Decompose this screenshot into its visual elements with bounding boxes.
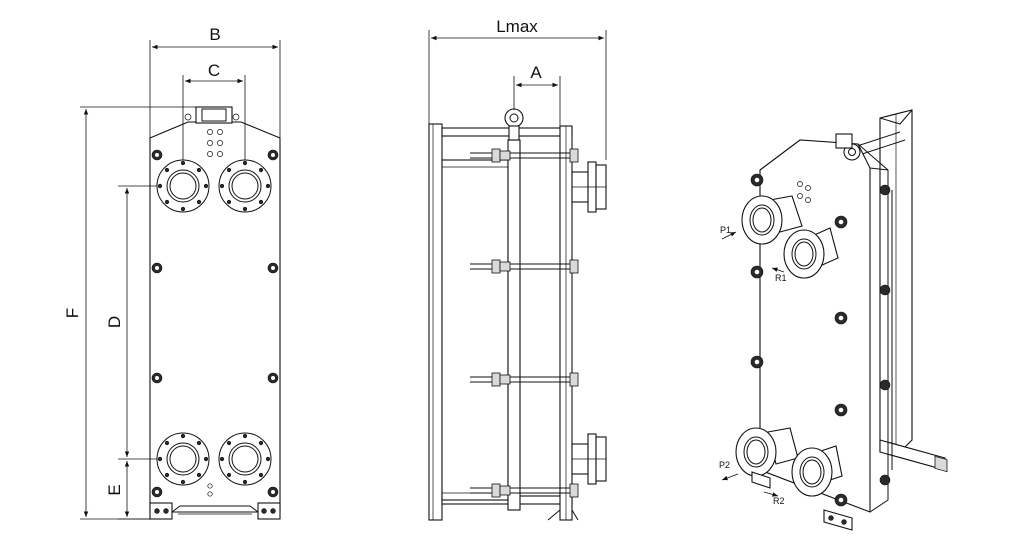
dim-A: A <box>513 63 561 126</box>
front-ports <box>156 159 272 486</box>
side-plate-pack <box>441 159 509 501</box>
side-lifting-eye <box>504 108 524 141</box>
dim-label-F: F <box>63 308 82 318</box>
iso-feet <box>751 471 853 531</box>
iso-flow-arrows <box>721 231 785 497</box>
dim-E: E <box>105 461 150 520</box>
dim-label-E: E <box>105 484 124 495</box>
side-top-bar <box>441 127 573 137</box>
front-feet <box>149 502 281 520</box>
side-tie-rods <box>470 148 579 498</box>
dim-C: C <box>182 61 246 160</box>
front-port-bottom-left <box>156 432 210 486</box>
iso-nozzle-p1 <box>741 195 803 245</box>
isometric-view: P1 R1 P2 R2 <box>719 109 948 531</box>
iso-small-holes <box>797 181 811 203</box>
arrow-r2 <box>763 491 779 497</box>
label-R1: R1 <box>775 273 787 283</box>
label-P2: P2 <box>719 460 730 470</box>
front-lifting-lug <box>195 106 233 124</box>
side-bottom-nozzle <box>571 433 607 485</box>
dim-D: D <box>105 185 157 460</box>
front-port-bottom-right <box>218 432 272 486</box>
side-pressure-plate <box>507 139 521 511</box>
dim-label-A: A <box>530 63 542 82</box>
dim-label-D: D <box>105 316 124 328</box>
dim-Lmax: Lmax <box>428 17 607 160</box>
iso-nozzle-r2 <box>791 445 843 497</box>
dim-B: B <box>149 25 281 138</box>
iso-nozzle-r1 <box>783 227 839 279</box>
arrow-r1 <box>771 267 785 273</box>
label-R2: R2 <box>773 496 785 506</box>
side-top-nozzle <box>571 161 607 213</box>
iso-lifting-eye <box>835 133 861 161</box>
front-bolts <box>151 149 279 498</box>
dim-label-C: C <box>208 61 220 80</box>
front-view: B C F D E <box>63 25 281 520</box>
side-view: Lmax A <box>428 17 607 521</box>
front-small-holes <box>207 129 223 497</box>
side-fixed-plate <box>428 123 443 521</box>
dim-label-Lmax: Lmax <box>496 17 538 36</box>
front-port-top-left <box>156 159 210 213</box>
arrow-p1 <box>721 231 737 240</box>
label-P1: P1 <box>720 225 731 235</box>
iso-nozzle-p2 <box>735 427 799 477</box>
dim-label-B: B <box>209 25 220 44</box>
arrow-p2 <box>721 473 739 481</box>
